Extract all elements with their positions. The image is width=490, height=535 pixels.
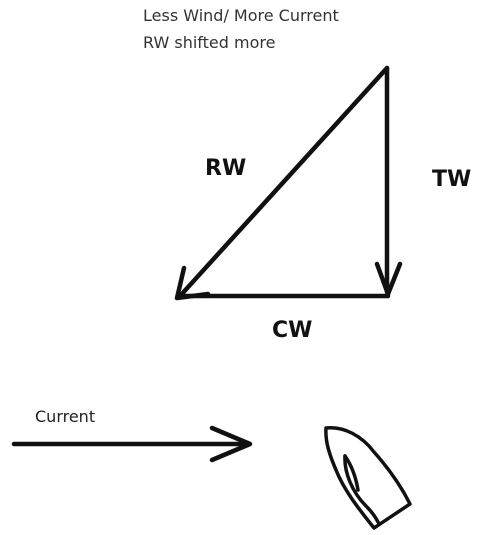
boat-icon — [324, 426, 412, 530]
caption-line-1: Less Wind/ More Current — [143, 6, 339, 25]
current-arrow — [11, 425, 253, 463]
tw-arrow — [374, 65, 403, 297]
cw-label: CW — [272, 318, 313, 343]
caption-line-2: RW shifted more — [143, 33, 276, 52]
tw-label: TW — [432, 167, 472, 192]
rw-label: RW — [205, 156, 247, 181]
rw-arrow — [174, 65, 390, 301]
current-label: Current — [35, 407, 96, 426]
